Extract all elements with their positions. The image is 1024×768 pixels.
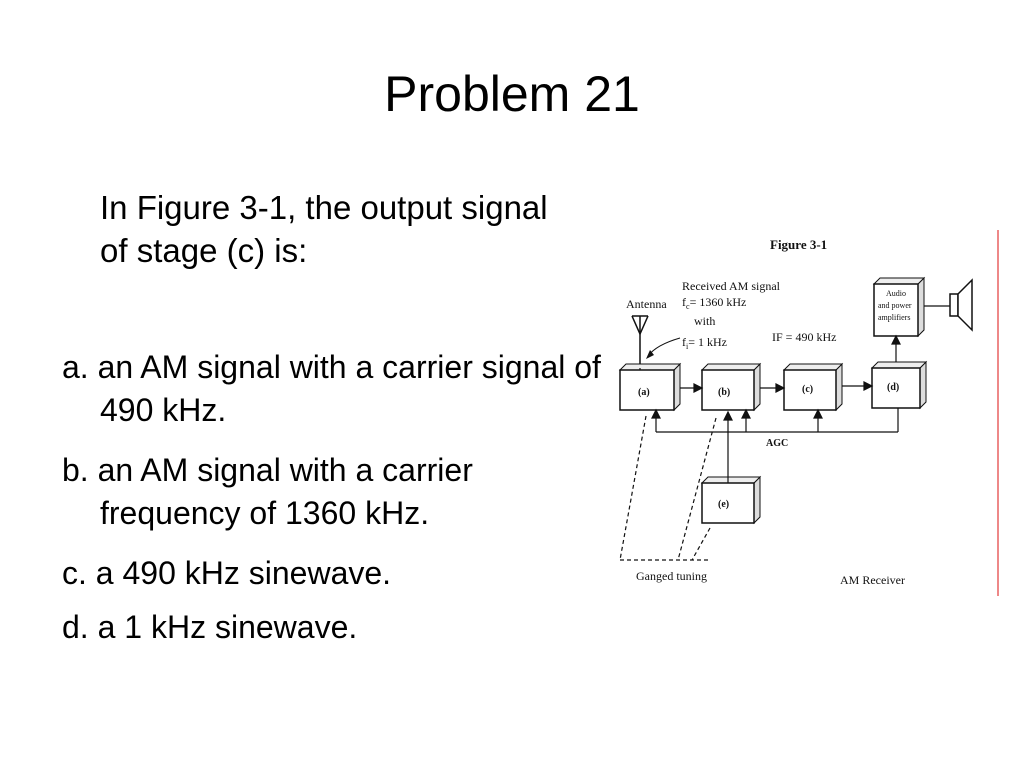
oscillator-feed bbox=[723, 410, 733, 483]
block-c: (c) bbox=[782, 362, 844, 412]
option-a: a. an AM signal with a carrier signal of… bbox=[62, 349, 601, 428]
ganged-tuning-label: Ganged tuning bbox=[636, 569, 707, 583]
ganged-tuning-lines bbox=[619, 415, 717, 561]
slide-title: Problem 21 bbox=[384, 66, 640, 122]
received-signal-arrow bbox=[647, 337, 681, 357]
svg-text:amplifiers: amplifiers bbox=[878, 313, 910, 322]
audio-amplifier-block: Audio and power amplifiers bbox=[872, 276, 926, 338]
svg-text:(b): (b) bbox=[718, 387, 730, 398]
with-label: with bbox=[694, 314, 715, 328]
carrier-freq-label: fc= 1360 kHz bbox=[682, 295, 746, 311]
agc-bus bbox=[651, 408, 899, 433]
speaker-icon bbox=[949, 278, 973, 332]
svg-text:(a): (a) bbox=[638, 387, 650, 398]
option-b: b. an AM signal with a carrier frequency… bbox=[62, 452, 473, 531]
option-c: c. a 490 kHz sinewave. bbox=[62, 555, 392, 591]
figure-title: Figure 3-1 bbox=[770, 237, 827, 252]
svg-text:and power: and power bbox=[878, 301, 912, 310]
option-d: d. a 1 kHz sinewave. bbox=[62, 609, 358, 645]
block-b: (b) bbox=[700, 362, 762, 412]
block-d: (d) bbox=[870, 360, 928, 410]
figure-3-1-diagram: Figure 3-1 Antenna Received AM signal fc… bbox=[618, 230, 999, 596]
if-label: IF = 490 kHz bbox=[772, 330, 836, 344]
svg-text:(c): (c) bbox=[802, 384, 813, 395]
svg-text:(e): (e) bbox=[718, 499, 729, 510]
antenna bbox=[631, 315, 649, 368]
am-receiver-label: AM Receiver bbox=[840, 573, 905, 587]
signal-path bbox=[639, 334, 901, 393]
block-e: (e) bbox=[700, 475, 762, 525]
agc-label: AGC bbox=[766, 438, 788, 449]
question-text: In Figure 3-1, the output signal of stag… bbox=[100, 189, 548, 269]
svg-text:Audio: Audio bbox=[886, 289, 906, 298]
received-signal-label: Received AM signal bbox=[682, 279, 781, 293]
info-freq-label: fi= 1 kHz bbox=[682, 335, 727, 351]
antenna-label: Antenna bbox=[626, 297, 667, 311]
block-a: (a) bbox=[618, 362, 682, 412]
svg-text:(d): (d) bbox=[887, 382, 899, 393]
